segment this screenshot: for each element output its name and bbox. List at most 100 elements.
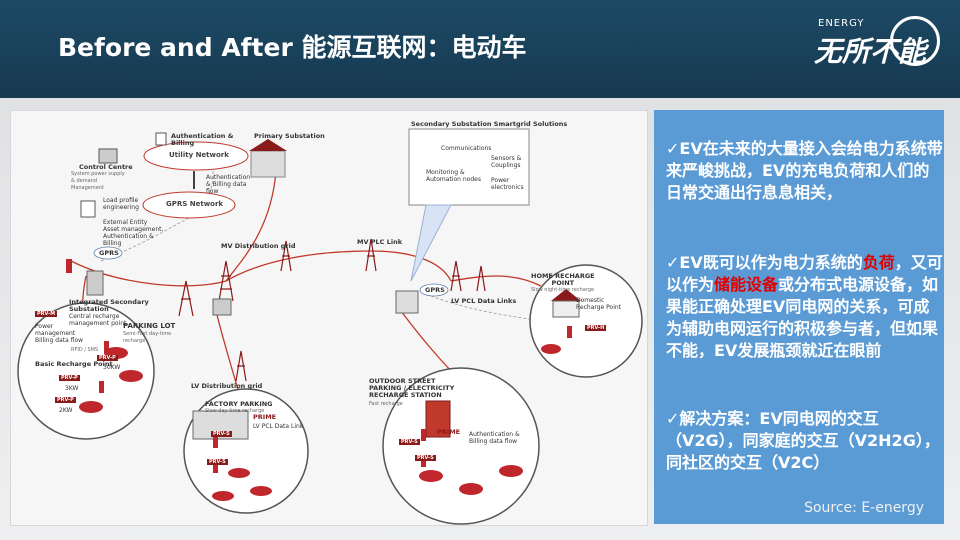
label-semi-fast: Semi-Fast day-time recharge: [123, 331, 172, 344]
label-power-electronics: Power electronics: [491, 177, 524, 191]
tag-prv-s2: PRV-S: [207, 459, 228, 465]
label-outdoor-street: OUTDOOR STREET PARKING / ELECTRICITY REC…: [369, 377, 455, 399]
load-profile-doc-icon: [80, 200, 96, 218]
charger-2: [104, 341, 109, 353]
charger-1: [66, 259, 72, 273]
label-power-management: Power management Billing data flow: [35, 323, 84, 344]
label-monitoring: Monitoring & Automation nodes: [426, 169, 481, 183]
auth-doc-icon: [155, 132, 167, 146]
label-slow-night: Slow night-time recharge: [531, 287, 595, 293]
charger-6: [421, 429, 426, 441]
charger-5: [213, 461, 218, 473]
tag-prv-s1: PRV-S: [211, 431, 232, 437]
label-fast-recharge: Fast recharge: [369, 401, 403, 407]
car-10: [541, 344, 561, 354]
car-7: [419, 470, 443, 482]
label-auth-flow: Authentication & Billing data flow: [206, 174, 251, 195]
tower-8: [235, 350, 247, 382]
point-2: ✓EV既可以作为电力系统的负荷，又可以作为储能设备或分布式电源设备，如果能正确处…: [666, 252, 944, 362]
charger-7: [421, 455, 426, 467]
cabinet-1: [212, 298, 232, 316]
point-2-b: ，又可以作为: [666, 253, 943, 294]
charger-8: [567, 326, 572, 338]
car-6: [212, 491, 234, 501]
tower-6: [476, 265, 486, 292]
label-auth-flow-2: Authentication & Billing data flow: [469, 431, 520, 445]
ev-grid-diagram: Authentication & Billing Utility Network…: [10, 110, 648, 526]
label-parking-lot: PARKING LOT: [123, 322, 176, 330]
tag-prv-p1: PRV-P: [97, 355, 118, 361]
gprs-bubble-2: [419, 283, 449, 297]
label-lv-plc-link: LV PCL Data Link: [253, 423, 304, 430]
tag-prv-s4: PRV-S: [415, 455, 436, 461]
point-2-a: ✓EV既可以作为电力系统的: [666, 253, 863, 272]
label-control-centre: Control Centre: [79, 163, 133, 171]
label-sensors: Sensors & Couplings: [491, 155, 522, 169]
label-30kw: 30KW: [103, 364, 121, 371]
tower-3: [365, 238, 377, 272]
house-roof: [551, 289, 581, 301]
line-substation-mv: [225, 170, 277, 282]
label-factory-parking: FACTORY PARKING: [205, 400, 273, 408]
label-communications: Communications: [441, 145, 492, 152]
car-4: [228, 468, 250, 478]
logo-ring-icon: [890, 16, 940, 66]
tag-prv-m: PRV-M: [35, 311, 58, 317]
point-2-highlight-storage: 储能设备: [714, 275, 779, 294]
header-bar: Before and After 能源互联网：电动车 ENERGY 无所不能: [0, 0, 960, 98]
cabinet-2: [395, 290, 419, 314]
point-2-highlight-load: 负荷: [862, 253, 895, 272]
chargers: [66, 259, 572, 473]
label-2kw: 2KW: [59, 407, 73, 414]
label-gprs-network: GPRS Network: [166, 200, 224, 208]
line-to-home: [450, 275, 542, 287]
tower-1: [218, 260, 234, 302]
secondary-substation-box: [408, 128, 530, 206]
brand-logo: ENERGY 无所不能: [814, 12, 944, 74]
point-1: ✓EV在未来的大量接入会给电力系统带来严峻挑战，EV的充电负荷和人们的日常交通出…: [666, 139, 943, 202]
street-building: [425, 400, 451, 438]
label-prime-1: PRIME: [253, 413, 277, 421]
line-mv-far: [370, 250, 452, 282]
line-mv-right: [225, 250, 372, 282]
label-gprs-1: GPRS: [99, 249, 119, 257]
label-basic-recharge: Basic Recharge Point: [35, 360, 113, 368]
label-auth-billing: Authentication & Billing: [171, 132, 234, 147]
control-centre-monitor: [98, 148, 118, 164]
charger-3: [99, 381, 104, 393]
label-secondary-substation: Secondary Substation Smartgrid Solutions: [411, 120, 568, 128]
tag-prv-p2: PRV-P: [59, 375, 80, 381]
street-parking-circle: [382, 367, 540, 525]
source-citation: Source: E-energy: [804, 500, 924, 516]
label-recharge-management: Central recharge management point: [69, 313, 127, 327]
gprs-network-cloud: [142, 191, 236, 219]
tower-4: [178, 280, 194, 317]
line-mv-left: [70, 260, 227, 287]
page-title: Before and After 能源互联网：电动车: [58, 33, 527, 62]
tower-5: [450, 260, 462, 292]
gprs-bubble-1: [93, 246, 123, 260]
label-domestic-recharge: Domestic Recharge Point: [576, 297, 622, 311]
car-5: [250, 486, 272, 496]
label-home-recharge: HOME RECHARGE POINT: [531, 272, 595, 287]
text-panel: ✓EV在未来的大量接入会给电力系统带来严峻挑战，EV的充电负荷和人们的日常交通出…: [654, 110, 944, 524]
house-body: [552, 300, 580, 318]
diagram-graphics: [17, 128, 643, 525]
label-lv-distribution: LV Distribution grid: [191, 382, 263, 390]
label-primary-substation: Primary Substation: [254, 132, 325, 140]
point-3: ✓解决方案：EV同电网的交互（V2G），同家庭的交互（V2H2G），同社区的交互…: [666, 409, 940, 472]
car-9: [499, 465, 523, 477]
label-slow-day: Slow day-time recharge: [205, 408, 265, 414]
label-mv-plc: MV PLC Link: [357, 238, 403, 246]
tower-2: [280, 240, 292, 272]
cabinet-3: [86, 270, 104, 296]
parking-lot-circle: [17, 302, 155, 440]
label-load-profile: Load profile engineering: [103, 197, 139, 211]
logo-energy-text: ENERGY: [818, 18, 865, 29]
label-mv-distribution: MV Distribution grid: [221, 242, 296, 250]
label-control-centre-sub: System power supply & demand Management: [71, 171, 125, 191]
tag-prv-p3: PRV-P: [55, 397, 76, 403]
label-integrated-secondary: Integrated Secondary Substation: [69, 298, 149, 313]
car-3: [79, 401, 103, 413]
label-gprs-2: GPRS: [425, 286, 445, 294]
